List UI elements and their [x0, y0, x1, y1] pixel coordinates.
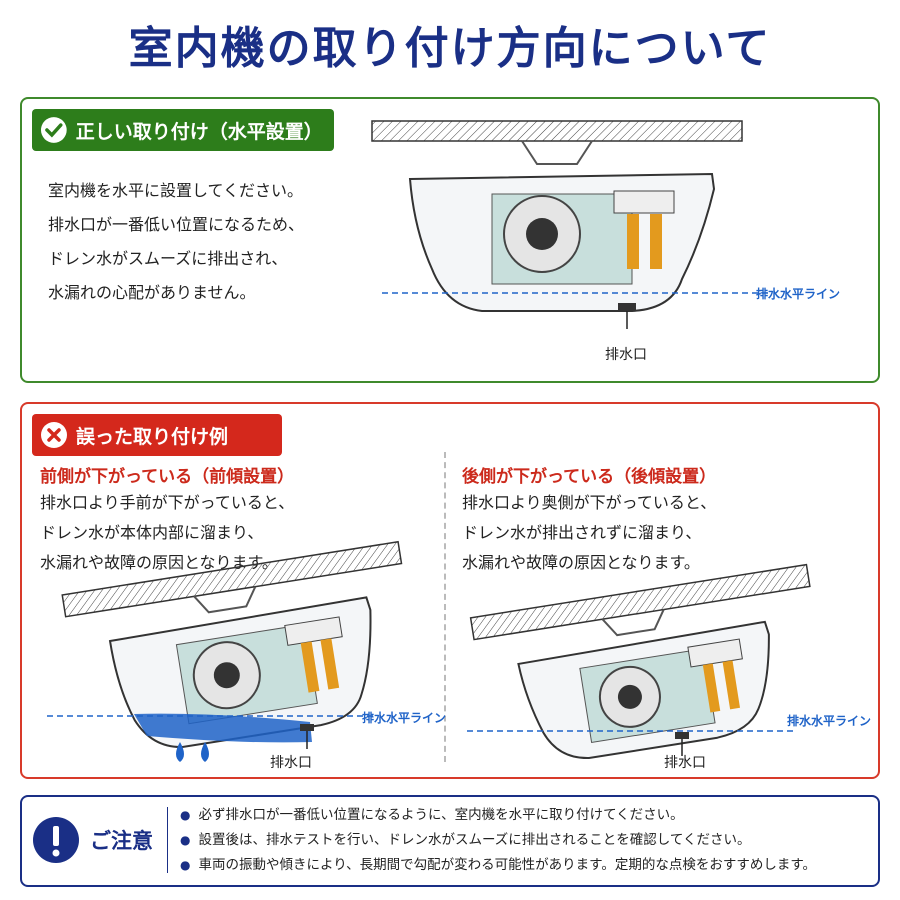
correct-badge-label: 正しい取り付け（水平設置）	[75, 120, 323, 143]
ceiling	[371, 120, 743, 142]
back-drain-line-label: 排水水平ライン	[787, 714, 872, 728]
front-drain-line-label: 排水水平ライン	[362, 711, 447, 725]
correct-line-4: 水漏れの心配がありません。	[48, 283, 256, 302]
indoor-unit	[408, 172, 716, 312]
caution-heading-label: ご注意	[90, 829, 153, 853]
front-line-3: 水漏れや故障の原因となります。	[40, 553, 278, 572]
panel-divider	[444, 452, 446, 762]
caution-item: 設置後は、排水テストを行い、ドレン水がスムーズに排出されることを確認してください…	[180, 828, 816, 853]
front-line-1: 排水口より手前が下がっていると、	[40, 493, 295, 512]
level-unit-illustration	[371, 120, 772, 329]
caution-panel: ご注意 必ず排水口が一番低い位置になるように、室内機を水平に取り付けてください。…	[20, 795, 880, 887]
back-drain-label: 排水口	[664, 755, 706, 771]
caution-list: 必ず排水口が一番低い位置になるように、室内機を水平に取り付けてください。 設置後…	[180, 803, 816, 878]
caution-separator	[167, 807, 168, 873]
correct-description: 室内機を水平に設置してください。 排水口が一番低い位置になるため、 ドレン水がス…	[48, 174, 304, 310]
x-circle-icon	[41, 422, 67, 448]
wrong-badge: 誤った取り付け例	[32, 414, 282, 456]
caution-item: 必ず排水口が一番低い位置になるように、室内機を水平に取り付けてください。	[180, 803, 816, 828]
correct-badge: 正しい取り付け（水平設置）	[32, 109, 334, 151]
correct-drain-line-label: 排水水平ライン	[756, 287, 841, 301]
wrong-badge-label: 誤った取り付け例	[76, 425, 229, 448]
back-tilt-heading: 後側が下がっている（後傾設置）	[462, 467, 717, 487]
back-tilt-description: 排水口より奥側が下がっていると、 ドレン水が排出されずに溜まり、 水漏れや故障の…	[462, 488, 716, 578]
back-tilt-illustration	[467, 563, 811, 760]
back-line-1: 排水口より奥側が下がっていると、	[462, 493, 717, 512]
front-tilt-heading: 前側が下がっている（前傾設置）	[40, 467, 295, 487]
water-drop-icon	[176, 742, 209, 762]
correct-line-2: 排水口が一番低い位置になるため、	[48, 215, 305, 234]
pooled-water	[134, 713, 312, 743]
caution-heading: ご注意	[32, 809, 162, 871]
caution-item: 車両の振動や傾きにより、長期間で勾配が変わる可能性があります。定期的な点検をおす…	[180, 853, 816, 878]
front-line-2: ドレン水が本体内部に溜まり、	[40, 523, 264, 542]
exclamation-circle-icon	[33, 817, 79, 863]
correct-line-3: ドレン水がスムーズに排出され、	[48, 249, 288, 268]
back-line-2: ドレン水が排出されずに溜まり、	[462, 523, 702, 542]
check-circle-icon	[40, 117, 67, 143]
wrong-install-panel: 誤った取り付け例 前側が下がっている（前傾設置） 排水口より手前が下がっていると…	[20, 402, 880, 779]
correct-drain-label: 排水口	[605, 347, 647, 363]
front-drain-label: 排水口	[270, 755, 312, 771]
back-line-3: 水漏れや故障の原因となります。	[462, 553, 700, 572]
correct-install-panel: 正しい取り付け（水平設置） 室内機を水平に設置してください。 排水口が一番低い位…	[20, 97, 880, 383]
page-title: 室内機の取り付け方向について	[128, 23, 772, 74]
front-tilt-illustration	[47, 540, 403, 762]
front-tilt-description: 排水口より手前が下がっていると、 ドレン水が本体内部に溜まり、 水漏れや故障の原…	[40, 488, 294, 578]
correct-line-1: 室内機を水平に設置してください。	[48, 181, 304, 200]
